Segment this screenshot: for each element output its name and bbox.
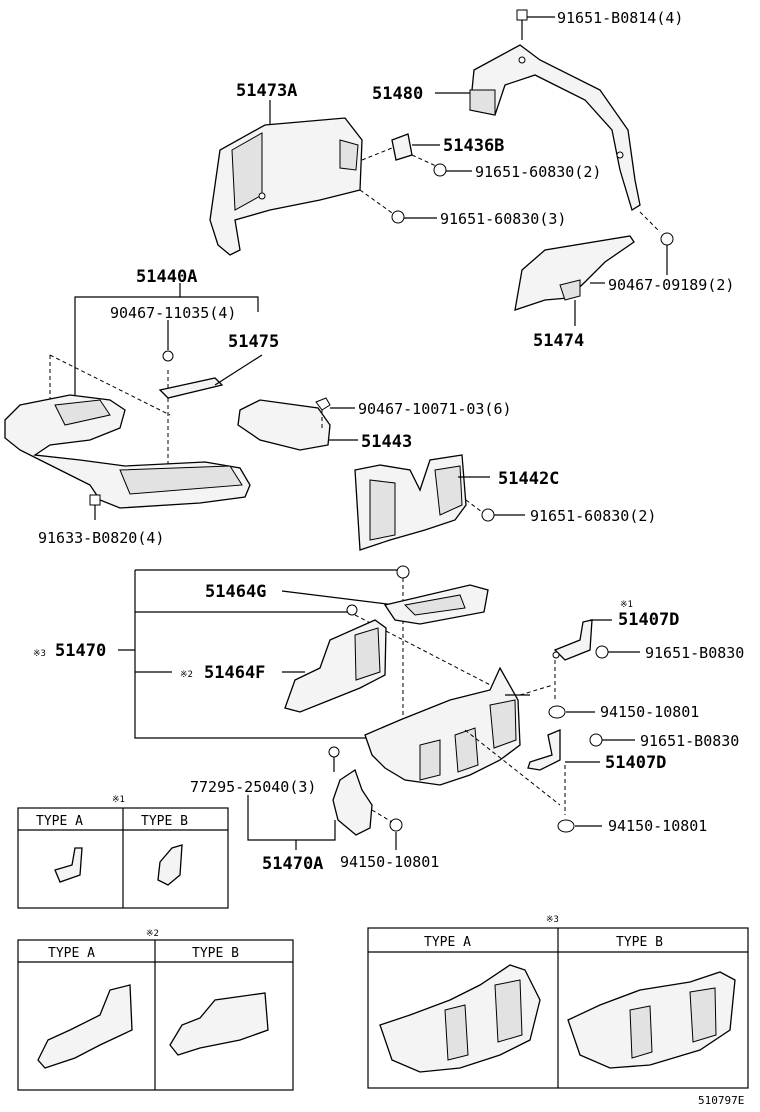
label-51407D-top: 51407D [618,610,679,630]
label-91651-B0830-top: 91651-B0830 [645,644,744,662]
label-90467-09189: 90467-09189(2) [608,276,734,294]
label-91633-B0820: 91633-B0820(4) [38,529,164,547]
label-90467-10071-03: 90467-10071-03(6) [358,400,512,418]
label-91651-B0830-bottom: 91651-B0830 [640,732,739,750]
mark-1: ※1 [620,600,633,610]
label-51443: 51443 [361,432,412,452]
table-type-3 [367,927,749,1089]
part-51443-panel [237,399,331,451]
grommet-icon [557,819,575,833]
bolt-icon [589,733,603,747]
part-51407D-bracket [552,619,593,661]
table-1-mark: ※1 [112,795,125,805]
part-51436B-clip [391,133,413,161]
label-51442C: 51442C [498,469,559,489]
mark-2: ※2 [180,670,193,680]
table-type-2 [17,939,294,1091]
nut-icon [389,818,403,832]
bolt-icon [89,494,101,506]
label-51474: 51474 [533,331,584,351]
nut-icon [346,604,358,616]
part-51470A-cover [332,768,373,836]
table-3-mark: ※3 [546,915,559,925]
part-51473A-cover [209,117,363,256]
part-51442C-panel [354,454,467,551]
bolt-icon [391,210,405,224]
table-2-mark: ※2 [146,929,159,939]
part-51480-bracket [469,44,641,212]
clip-icon [315,397,331,411]
table-type-1 [17,807,229,909]
label-91651-60830-2: 91651-60830(2) [475,163,601,181]
label-51464F: 51464F [204,663,265,683]
table-1-type-b: TYPE B [141,814,188,829]
label-51436B: 51436B [443,136,504,156]
bolt-icon [481,508,495,522]
label-94150-10801-a: 94150-10801 [600,703,699,721]
label-91651-60830-3: 91651-60830(3) [440,210,566,228]
nut-icon [660,232,674,246]
part-51407D-bracket-lower [527,729,561,771]
table-1-type-a: TYPE A [36,814,83,829]
table-2-type-b: TYPE B [192,946,239,961]
label-51464G: 51464G [205,582,266,602]
bolt-icon [595,645,609,659]
table-3-type-a: TYPE A [424,935,471,950]
table-3-type-b: TYPE B [616,935,663,950]
grommet-icon [548,705,566,719]
part-51470-assembly [364,666,521,786]
clip-icon [328,746,340,758]
label-94150-10801-c: 94150-10801 [340,853,439,871]
label-51470: 51470 [55,641,106,661]
label-51480: 51480 [372,84,423,104]
part-51464G-cover [383,584,489,625]
part-51475-plate [158,377,224,399]
label-51475: 51475 [228,332,279,352]
mark-3: ※3 [33,649,46,659]
label-94150-10801-b: 94150-10801 [608,817,707,835]
label-90467-11035: 90467-11035(4) [110,304,236,322]
label-51407D-bottom: 51407D [605,753,666,773]
clip-icon [396,565,410,579]
part-51440A-undercover [4,394,251,509]
bolt-icon [433,163,447,177]
label-91651-B0814: 91651-B0814(4) [557,9,683,27]
part-51464F-cover [284,619,387,713]
label-51440A: 51440A [136,267,197,287]
label-51470A: 51470A [262,854,323,874]
clip-icon [162,350,174,362]
label-91651-60830-c: 91651-60830(2) [530,507,656,525]
table-2-type-a: TYPE A [48,946,95,961]
label-51473A: 51473A [236,81,297,101]
part-51474-guard [514,235,635,311]
label-77295-25040: 77295-25040(3) [190,778,316,796]
bolt-icon [516,9,528,40]
diagram-id: 510797E [698,1094,744,1107]
